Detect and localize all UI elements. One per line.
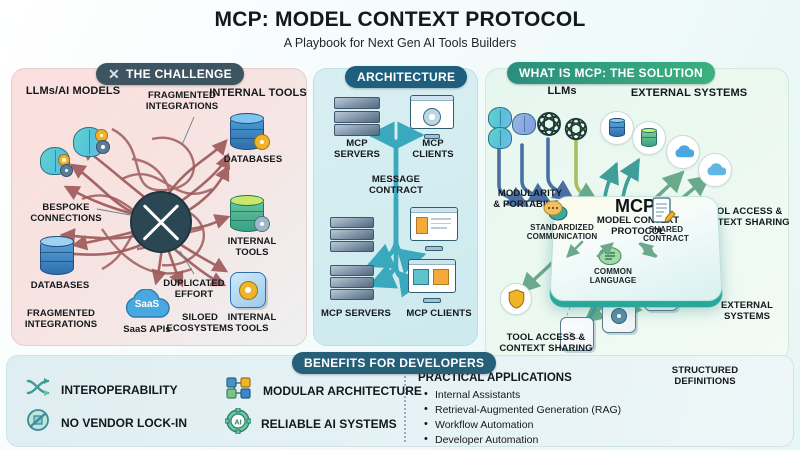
no-lock-in-icon xyxy=(25,408,51,437)
badge-label: THE CHALLENGE xyxy=(126,67,232,81)
badge-label: ARCHITECTURE xyxy=(357,70,456,84)
practical-applications-list: Internal Assistants Retrieval-Augmented … xyxy=(424,387,621,448)
label-duplicated-effort: DUPLICATED EFFORT xyxy=(163,278,225,300)
benefit-item-no-vendor-lock-in: NO VENDOR LOCK-IN xyxy=(25,408,187,437)
label-llms-solution: LLMs xyxy=(547,85,577,97)
modules-icon xyxy=(225,376,253,405)
benefit-item-modular-architecture: MODULAR ARCHITECTURE xyxy=(225,376,422,405)
label-saas-apis: SaaS APIs xyxy=(123,324,171,335)
badge-label: BENEFITS FOR DEVELOPERS xyxy=(304,356,485,370)
label-structured-definitions: STRUCTURED DEFINITIONS xyxy=(671,365,739,387)
label-shared-contract: SHARED CONTRACT xyxy=(643,225,689,243)
label-tool-access-left: TOOL ACCESS & CONTEXT SHARING xyxy=(499,332,593,354)
mcp-server-stack-top xyxy=(334,97,380,137)
saas-cloud-label: SaaS xyxy=(134,299,160,310)
shuffle-arrows-icon xyxy=(25,376,51,403)
database-icon-green xyxy=(230,195,270,232)
brain-icon-2 xyxy=(73,127,110,157)
llm-logo-icon-2 xyxy=(562,115,590,143)
x-mark-icon: ✕ xyxy=(108,66,121,82)
benefits-divider xyxy=(404,372,406,442)
label-mcp-clients-bottom: MCP CLIENTS xyxy=(406,308,472,319)
label-mcp-servers-top: MCP SERVERS xyxy=(334,138,380,160)
llm-logo-icon-1 xyxy=(534,109,564,139)
label-external-systems-bottom: EXTERNAL SYSTEMS xyxy=(721,300,773,322)
ai-gear-icon: AI xyxy=(224,407,252,439)
label-databases-left: DATABASES xyxy=(30,280,90,291)
page-title: MCP: MODEL CONTEXT PROTOCOL xyxy=(214,8,586,31)
list-item: Developer Automation xyxy=(424,432,621,448)
badge-solution: WHAT IS MCP: THE SOLUTION xyxy=(507,62,715,84)
badge-label: WHAT IS MCP: THE SOLUTION xyxy=(519,66,703,80)
label-fragmented-integrations-bottom: FRAGMENTED INTEGRATIONS xyxy=(24,308,98,330)
database-icon-left xyxy=(40,236,74,275)
brain-icon-1 xyxy=(40,147,73,177)
broken-connections-icon xyxy=(130,191,192,253)
panel-solution: >_ LLMs EXTERNAL SYSTEMS MODULARITY & PO… xyxy=(485,68,790,361)
label-modularity-portability: MODULARITY & PORTABILITY xyxy=(493,188,567,210)
benefit-label: MODULAR ARCHITECTURE xyxy=(263,383,422,398)
badge-benefits: BENEFITS FOR DEVELOPERS xyxy=(292,352,497,374)
label-databases-right: DATABASES xyxy=(223,154,283,165)
benefit-item-interoperability: INTEROPERABILITY xyxy=(25,376,178,403)
mcp-hub-title: MCP: xyxy=(615,196,661,216)
benefit-label: RELIABLE AI SYSTEMS xyxy=(261,416,397,431)
benefit-item-reliable-ai-systems: AI RELIABLE AI SYSTEMS xyxy=(224,407,397,439)
badge-architecture: ARCHITECTURE xyxy=(345,66,468,88)
mcp-client-monitor-top xyxy=(410,95,454,139)
external-db-circle-green xyxy=(632,121,666,155)
label-mcp-servers-bottom: MCP SERVERS xyxy=(321,308,391,319)
internal-tool-icon xyxy=(230,272,266,308)
practical-applications-title: PRACTICAL APPLICATIONS xyxy=(418,372,572,384)
label-bespoke-connections: BESPOKE CONNECTIONS xyxy=(30,202,102,224)
standardized-communication-icon xyxy=(542,200,570,222)
label-standardized-communication: STANDARDIZED COMMUNICATION xyxy=(526,223,598,241)
list-item: Workflow Automation xyxy=(424,417,621,433)
label-fragmented-integrations-top: FRAGMENTED INTEGRATIONS xyxy=(145,90,219,112)
list-item: Retrieval-Augmented Generation (RAG) xyxy=(424,402,621,418)
mcp-client-monitor-bottom xyxy=(408,259,456,303)
benefit-label: INTEROPERABILITY xyxy=(61,382,178,397)
mcp-server-stack-mid xyxy=(330,217,374,253)
external-cloud-circle-1 xyxy=(666,135,700,169)
label-mcp-clients-top: MCP CLIENTS xyxy=(412,138,454,160)
label-internal-tools-top: INTERNAL TOOLS xyxy=(209,87,307,99)
mcp-client-monitor-mid xyxy=(410,207,458,251)
label-internal-tools-bottom: INTERNAL TOOLS xyxy=(227,312,277,334)
saas-cloud-icon: SaaS xyxy=(120,288,174,321)
brain-icon-solution-2 xyxy=(488,127,512,149)
page-subtitle: A Playbook for Next Gen AI Tools Builder… xyxy=(283,36,517,50)
external-cloud-circle-2 xyxy=(698,153,732,187)
badge-challenge: ✕ THE CHALLENGE xyxy=(96,63,244,85)
benefit-label: NO VENDOR LOCK-IN xyxy=(61,415,187,430)
label-llms-ai-models: LLMs/AI MODELS xyxy=(25,85,121,97)
mcp-server-stack-bottom xyxy=(330,265,374,301)
brain-icon-solution-1 xyxy=(488,107,512,129)
database-icon-blue xyxy=(230,113,270,150)
label-message-contract: MESSAGE CONTRACT xyxy=(368,174,424,196)
terminal-tile-icon: >_ xyxy=(560,317,594,351)
svg-text:>_: >_ xyxy=(569,331,582,341)
external-db-circle-blue xyxy=(600,111,634,145)
shield-icon xyxy=(500,283,532,315)
label-external-systems-top: EXTERNAL SYSTEMS xyxy=(630,87,748,99)
brain-icon-solution-3 xyxy=(512,113,536,135)
panel-architecture: MCP SERVERS MCP CLIENTS MESSAGE CONTRACT… xyxy=(313,68,478,346)
panel-challenge: SaaS LLMs/AI MODELS FRAGMENTED INTEGRATI… xyxy=(11,68,307,346)
list-item: Internal Assistants xyxy=(424,387,621,403)
label-siloed-ecosystems: SILOED ECOSYSTEMS xyxy=(166,312,234,334)
gear-tile-icon xyxy=(602,299,636,333)
label-internal-tools-mid: INTERNAL TOOLS xyxy=(227,236,277,258)
svg-text:AI: AI xyxy=(234,418,242,427)
hub-inner-arrows xyxy=(566,240,658,258)
shared-contract-icon xyxy=(650,196,676,226)
